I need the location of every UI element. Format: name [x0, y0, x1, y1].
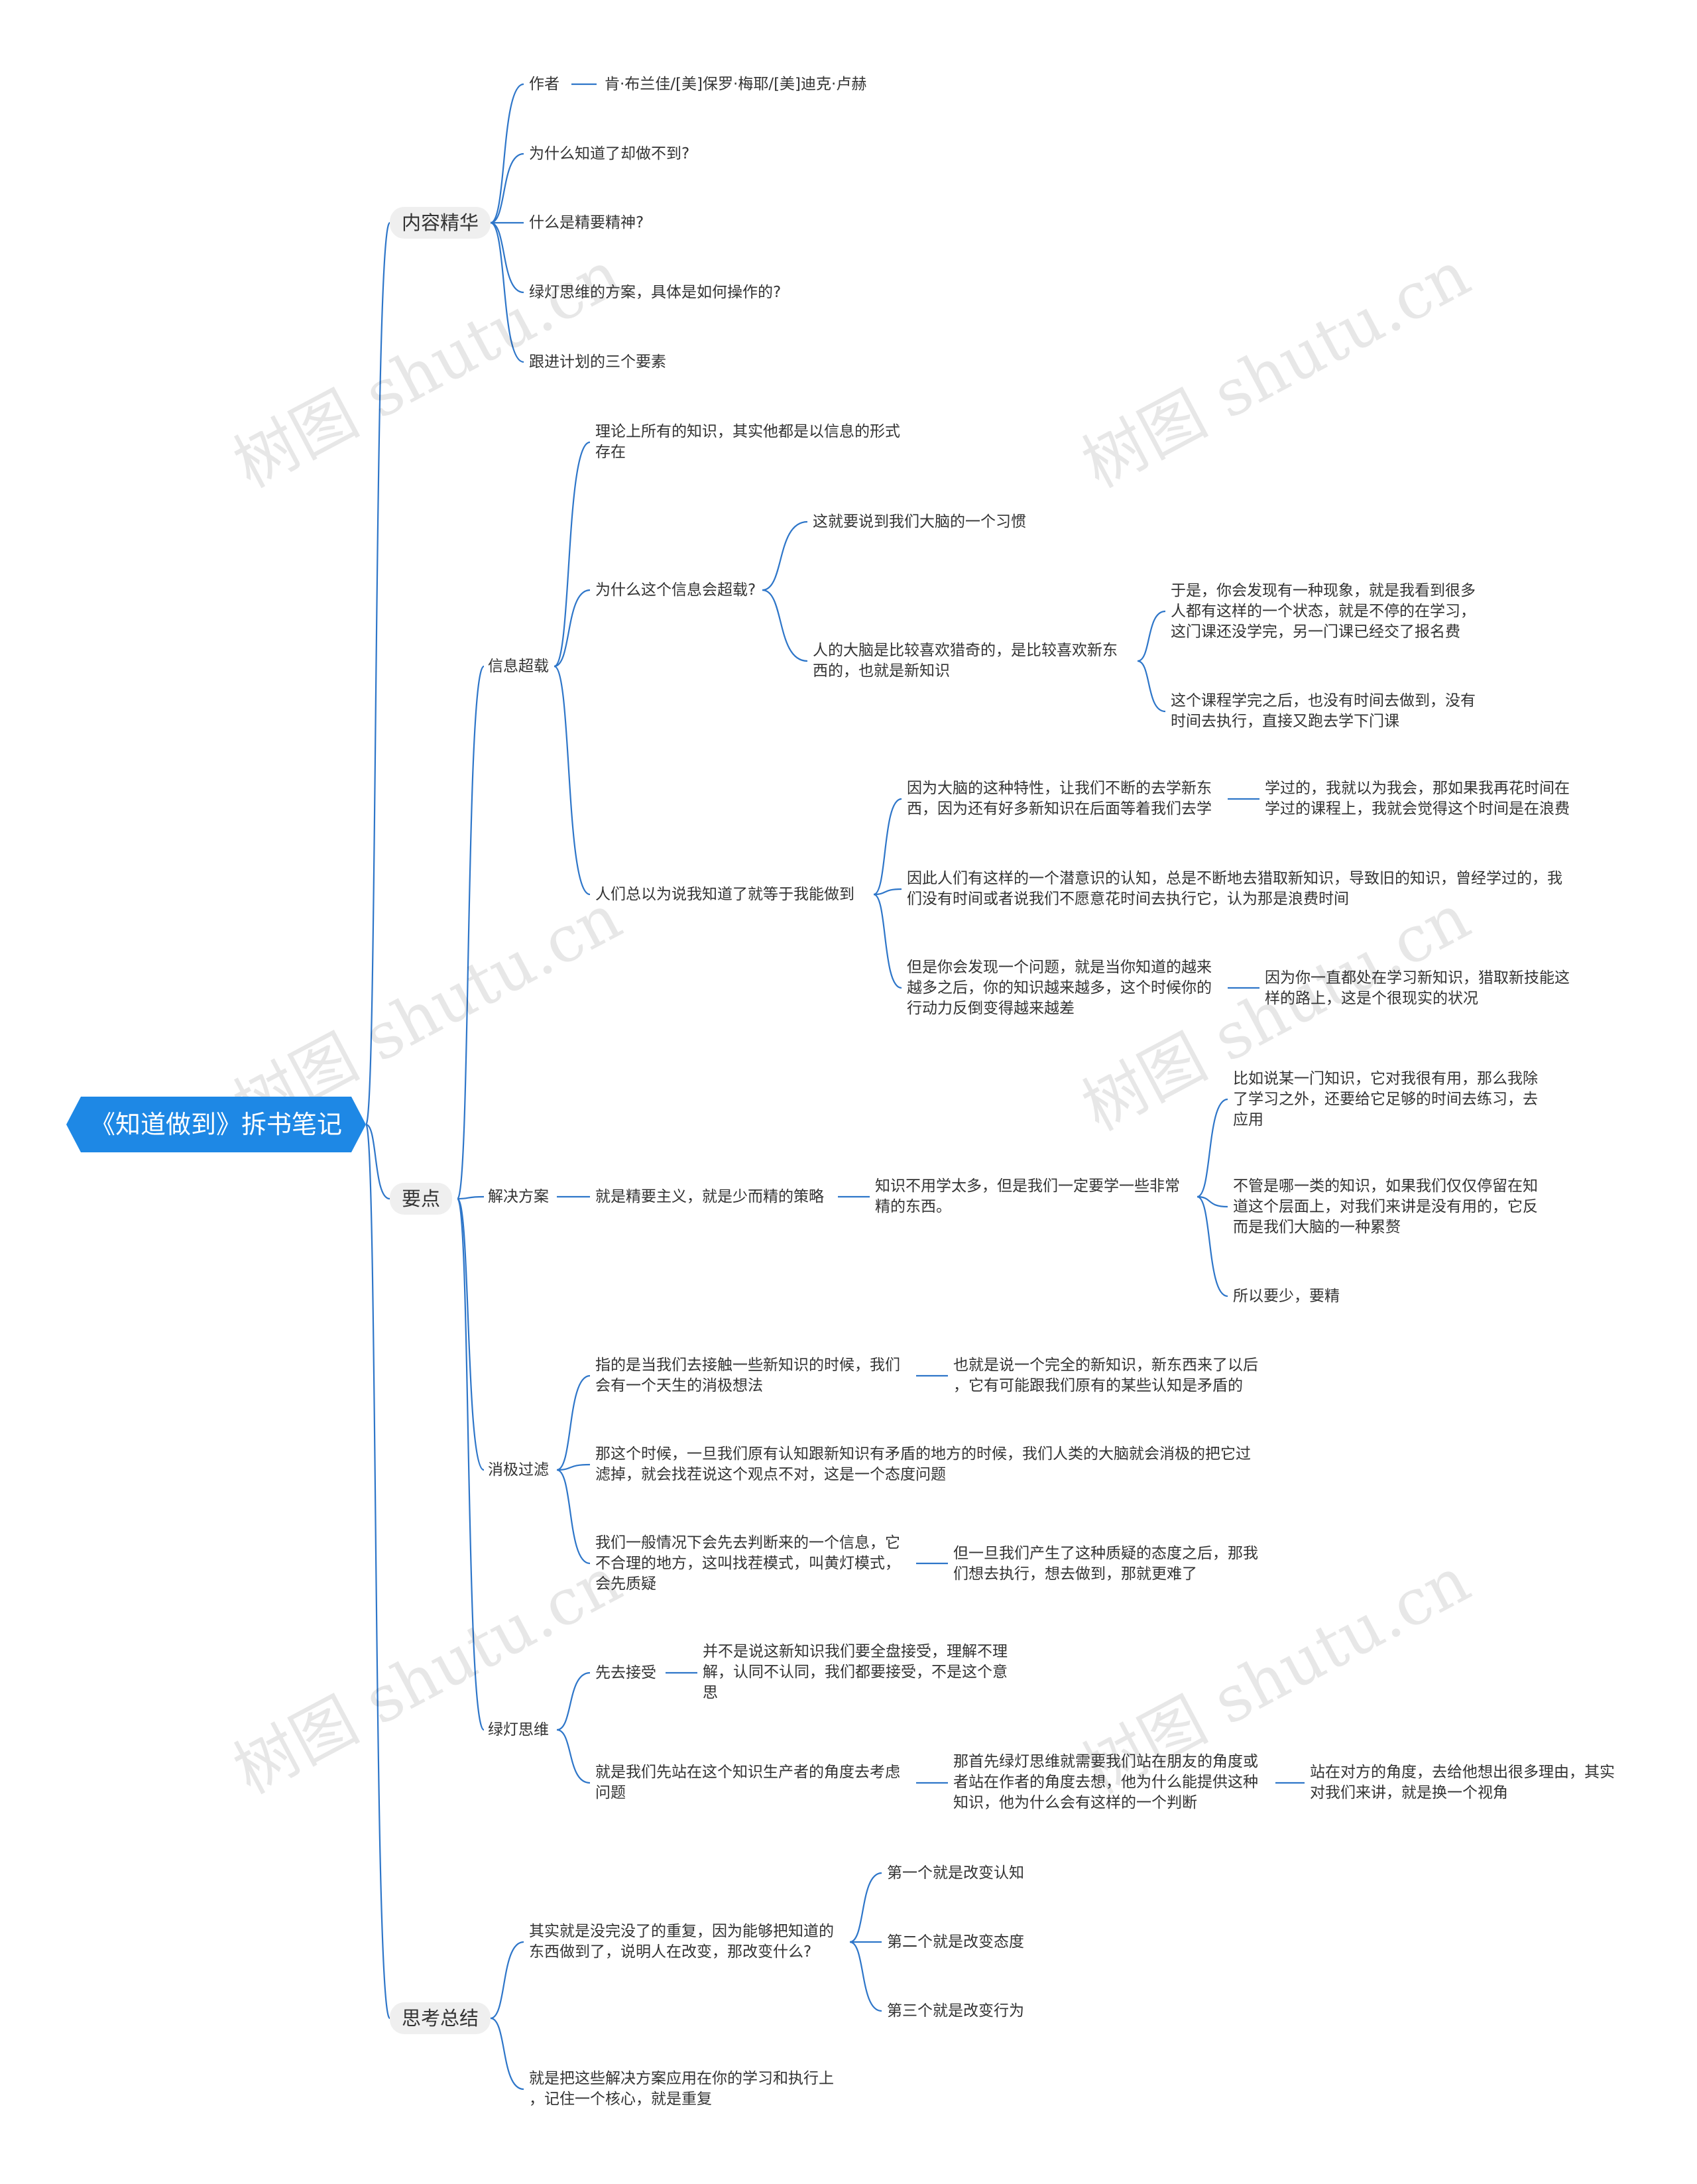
connector [849, 1941, 882, 2012]
connector [849, 1872, 882, 1943]
overload-think-3[interactable]: 但是你会发现一个问题，就是当你知道的越来 越多之后，你的知识越来越多，这个时候你… [907, 959, 1212, 1017]
overload-think-2[interactable]: 因此人们有这样的一个潜意识的认知，总是不断地去猎取新知识，导致旧的知识，曾经学过… [907, 870, 1562, 908]
connector [762, 589, 808, 662]
connector [556, 1463, 591, 1471]
connector [365, 221, 391, 1126]
connector [556, 1469, 591, 1565]
connector [873, 798, 902, 896]
content-question-3[interactable]: 绿灯思维的方案，具体是如何操作的? [529, 284, 782, 301]
author-label[interactable]: 作者 [529, 76, 559, 93]
connector [556, 1374, 591, 1471]
topic-solution[interactable]: 解决方案 [488, 1188, 549, 1205]
negative-definition-detail[interactable]: 也就是说一个完全的新知识，新东西来了以后 ，它有可能跟我们原有的某些认知是矛盾的 [953, 1357, 1258, 1394]
connector [762, 520, 808, 591]
connector [1137, 660, 1166, 713]
green-friend-view[interactable]: 那首先绿灯思维就需要我们站在朋友的角度或 者站在作者的角度去想，他为什么能提供这… [953, 1753, 1258, 1811]
summary-apply[interactable]: 就是把这些解决方案应用在你的学习和执行上 ，记住一个核心，就是重复 [529, 2070, 834, 2108]
overload-think-3a[interactable]: 因为你一直都处在学习新知识，猎取新技能这 样的路上，这是个很现实的状况 [1265, 969, 1570, 1007]
connector [490, 83, 524, 224]
overload-theory[interactable]: 理论上所有的知识，其实他都是以信息的形式 存在 [595, 423, 900, 461]
solution-detail-3[interactable]: 所以要少，要精 [1233, 1288, 1340, 1305]
content-question-2[interactable]: 什么是精要精神? [529, 214, 644, 231]
content-question-1[interactable]: 为什么知道了却做不到? [529, 145, 690, 162]
overload-think-1[interactable]: 因为大脑的这种特性，让我们不断的去学新东 西，因为还有好多新知识在后面等着我们去… [907, 780, 1212, 818]
overload-think-1a[interactable]: 学过的，我就以为我会，那如果我再花时间在 学过的课程上，我就会觉得这个时间是在浪… [1265, 780, 1570, 818]
connector [490, 152, 524, 224]
connector [456, 1197, 485, 1731]
solution-detail-1[interactable]: 比如说某一门知识，它对我很有用，那么我除 了学习之外，还要给它足够的时间去练习，… [1233, 1070, 1538, 1128]
connector [457, 1195, 485, 1200]
overload-think[interactable]: 人们总以为说我知道了就等于我能做到 [595, 886, 854, 903]
branch-summary[interactable]: 思考总结 [390, 2002, 491, 2034]
negative-yellow-light-detail[interactable]: 但一旦我们产生了这种质疑的态度之后，那我 们想去执行，想去做到，那就更难了 [953, 1545, 1258, 1583]
summary-change-cognition[interactable]: 第一个就是改变认知 [887, 1864, 1024, 1882]
connector [554, 589, 591, 668]
connector [365, 1123, 391, 2020]
connector [556, 1671, 591, 1731]
connector [456, 1197, 485, 1471]
content-question-4[interactable]: 跟进计划的三个要素 [529, 353, 666, 371]
overload-curious-2[interactable]: 这个课程学完之后，也没有时间去做到，没有 时间去执行，直接又跑去学下门课 [1171, 692, 1476, 730]
topic-information-overload[interactable]: 信息超载 [488, 658, 549, 675]
connector [1197, 1195, 1228, 1298]
overload-curious-1[interactable]: 于是，你会发现有一种现象，就是我看到很多 人都有这样的一个状态，就是不停的在学习… [1171, 582, 1476, 640]
connector [1137, 610, 1166, 662]
connector [365, 1123, 390, 1200]
connector [490, 221, 524, 294]
summary-change-behavior[interactable]: 第三个就是改变行为 [887, 2002, 1024, 2020]
connector [556, 1729, 591, 1784]
green-producer-view[interactable]: 就是我们先站在这个知识生产者的角度去考虑 问题 [595, 1764, 900, 1801]
negative-attitude[interactable]: 那这个时候，一旦我们原有认知跟新知识有矛盾的地方的时候，我们人类的大脑就会消极的… [595, 1445, 1251, 1483]
connector [490, 1941, 524, 2020]
solution-essentialism[interactable]: 就是精要主义，就是少而精的策略 [595, 1188, 824, 1205]
connector [490, 2017, 524, 2091]
connector [554, 665, 591, 896]
green-accept-detail[interactable]: 并不是说这新知识我们要全盘接受，理解不理 解，认同不认同，我们都要接受，不是这个… [703, 1643, 1008, 1701]
negative-yellow-light[interactable]: 我们一般情况下会先去判断来的一个信息，它 不合理的地方，这叫找茬模式，叫黄灯模式… [595, 1534, 900, 1593]
connector [490, 221, 524, 363]
connector [1197, 1195, 1228, 1208]
root-node[interactable]: 《知道做到》拆书笔记 [66, 1097, 366, 1152]
overload-why-habit[interactable]: 这就要说到我们大脑的一个习惯 [813, 513, 1026, 530]
connector [1197, 1098, 1228, 1198]
summary-change-attitude[interactable]: 第二个就是改变态度 [887, 1933, 1024, 1951]
green-accept-first[interactable]: 先去接受 [595, 1664, 656, 1681]
solution-detail-2[interactable]: 不管是哪一类的知识，如果我们仅仅停留在知 道这个层面上，对我们来讲是没有用的，它… [1233, 1178, 1538, 1236]
overload-why-curious[interactable]: 人的大脑是比较喜欢猎奇的，是比较喜欢新东 西的，也就是新知识 [813, 642, 1118, 680]
connector [873, 888, 902, 896]
solution-learn-less[interactable]: 知识不用学太多，但是我们一定要学一些非常 精的东西。 [875, 1178, 1180, 1215]
author-value[interactable]: 肯·布兰佳/[美]保罗·梅耶/[美]迪克·卢赫 [605, 76, 867, 93]
branch-content-essence[interactable]: 内容精华 [390, 207, 491, 239]
topic-green-light[interactable]: 绿灯思维 [488, 1721, 549, 1738]
green-other-side[interactable]: 站在对方的角度，去给他想出很多理由，其实 对我们来讲，就是换一个视角 [1310, 1764, 1615, 1801]
connector [873, 893, 902, 989]
branch-key-points[interactable]: 要点 [390, 1183, 453, 1215]
negative-definition[interactable]: 指的是当我们去接触一些新知识的时候，我们 会有一个天生的消极想法 [595, 1357, 900, 1394]
connector [456, 665, 485, 1200]
summary-repetition[interactable]: 其实就是没完没了的重复，因为能够把知道的 东西做到了，说明人在改变，那改变什么? [529, 1923, 834, 1961]
topic-negative-filter[interactable]: 消极过滤 [488, 1461, 549, 1479]
overload-why[interactable]: 为什么这个信息会超载? [595, 581, 756, 599]
connector [554, 441, 591, 668]
